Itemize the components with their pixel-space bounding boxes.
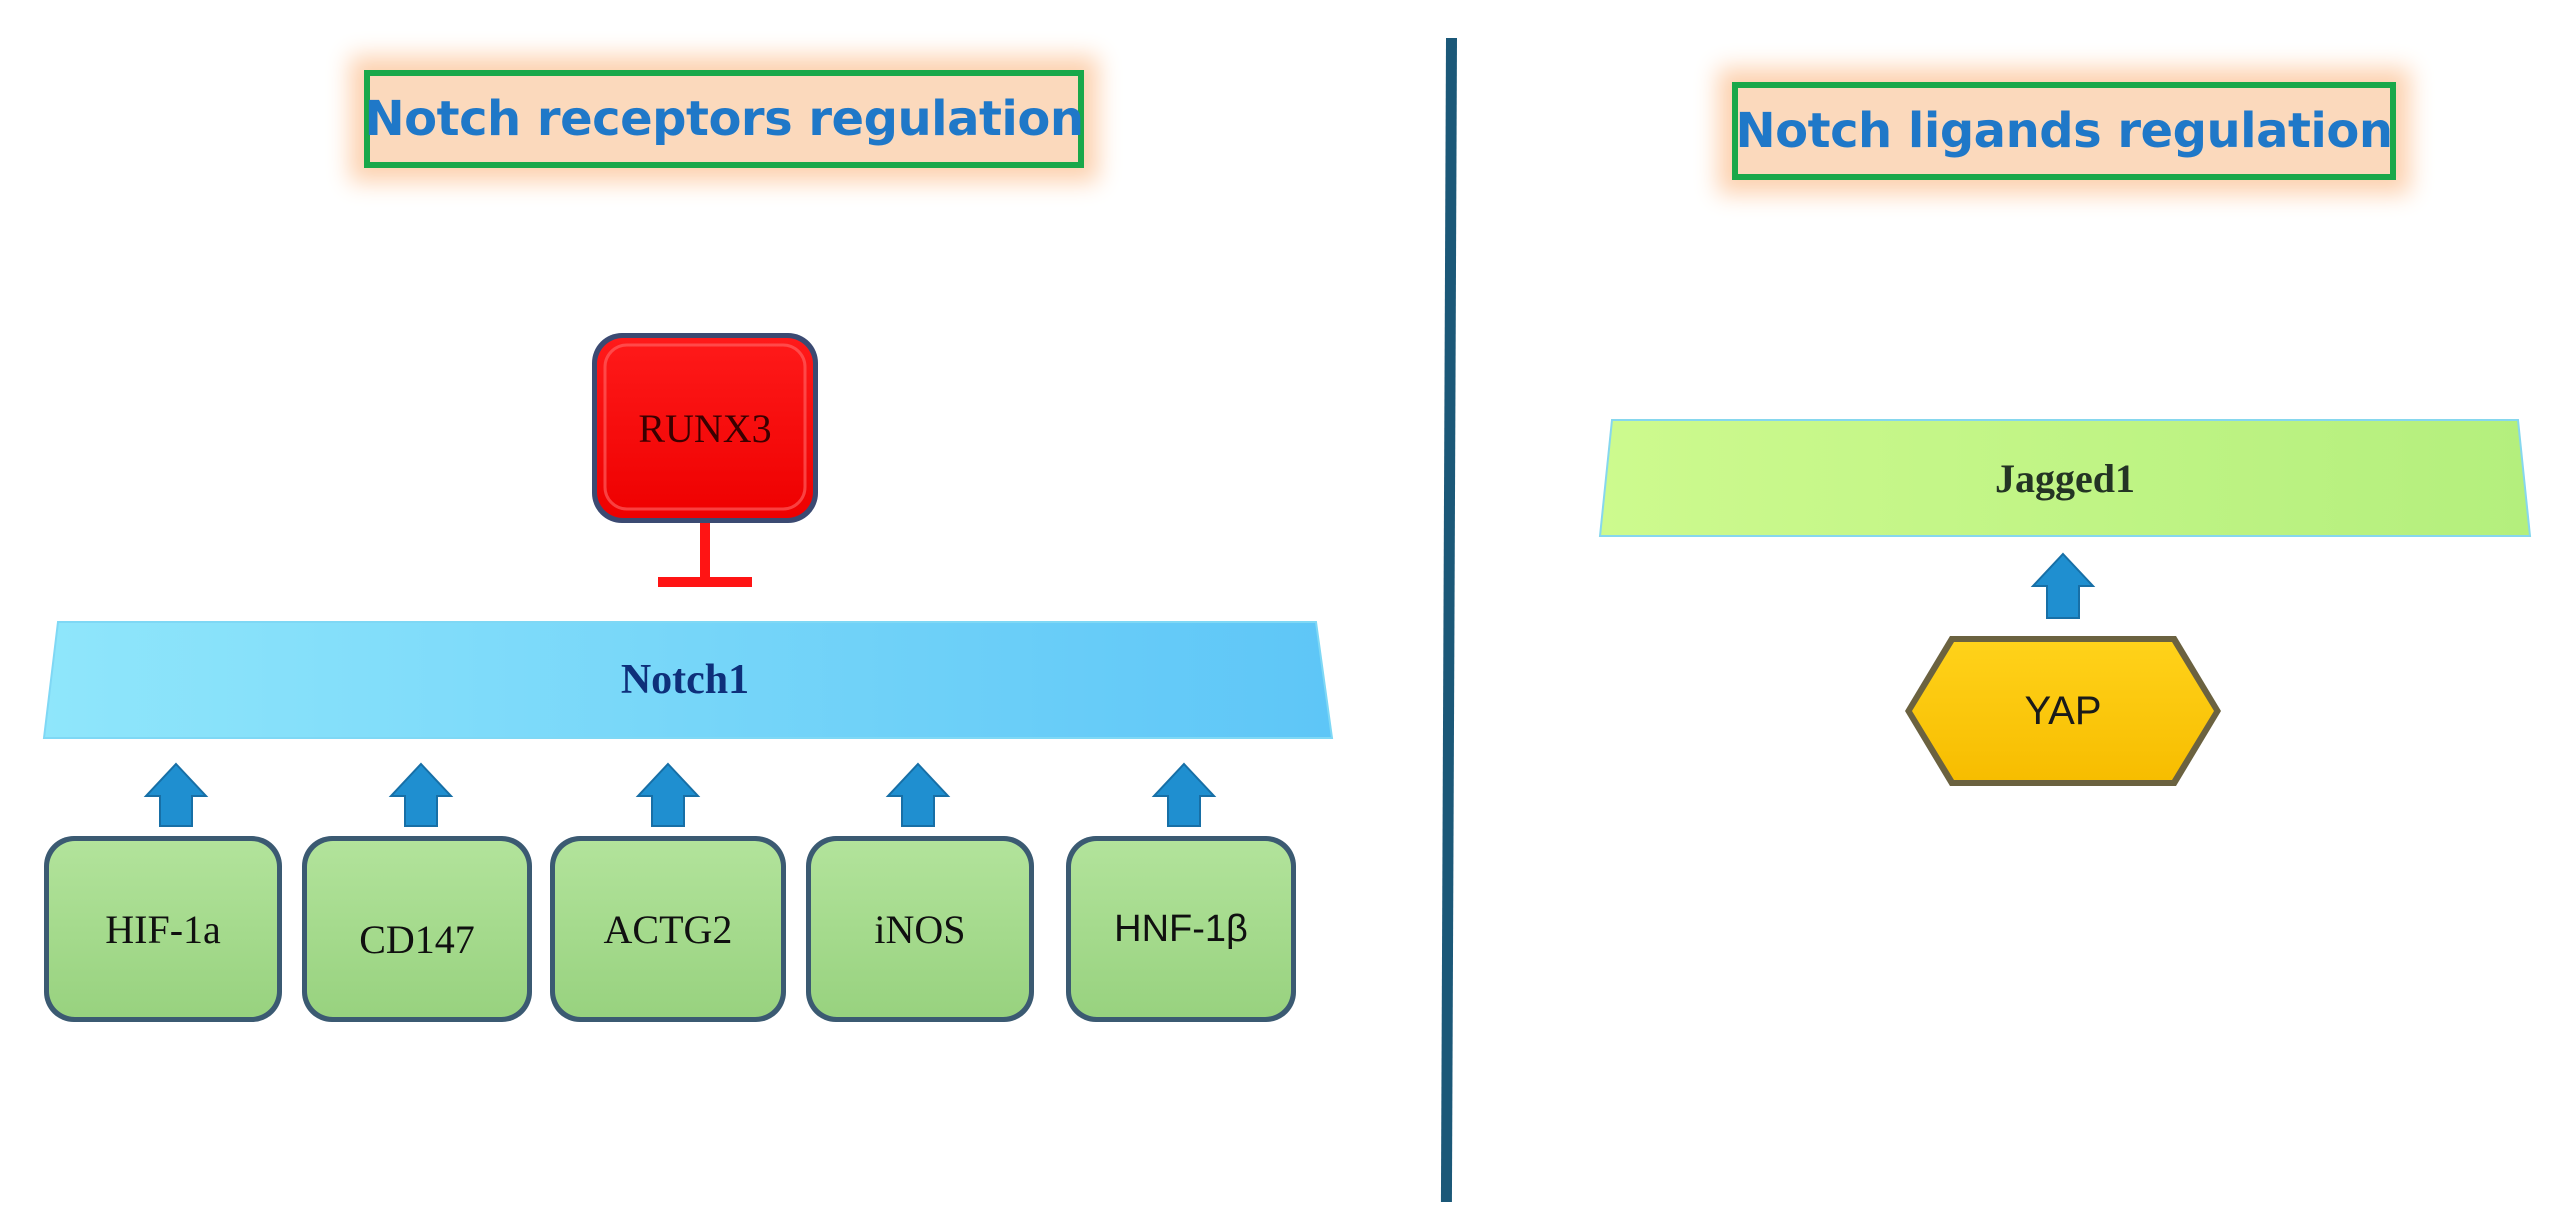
activation-arrow (388, 762, 454, 827)
activator-box-inos (806, 836, 1034, 1022)
runx3-box (592, 333, 818, 523)
activator-label-hif1a: HIF-1a (105, 906, 221, 952)
activation-arrow (885, 762, 951, 827)
activator-box-hif1a (44, 836, 282, 1022)
activation-arrow (635, 762, 701, 827)
runx3-label: RUNX3 (638, 405, 772, 451)
activation-arrow (1151, 762, 1217, 827)
activator-box-hnf1b (1066, 836, 1296, 1022)
activation-arrow (2030, 552, 2096, 619)
activator-label-actg2: ACTG2 (603, 906, 733, 952)
activation-arrow (143, 762, 209, 827)
title-notch-receptors-regulation: Notch receptors regulation (364, 70, 1084, 168)
title-notch-ligands-regulation: Notch ligands regulation (1732, 82, 2396, 180)
yap-hexagon (1905, 636, 2221, 786)
activator-box-actg2 (550, 836, 786, 1022)
notch1-trapezoid (42, 621, 1334, 739)
notch1-label: Notch1 (620, 657, 750, 703)
jagged1-label: Jagged1 (1995, 455, 2135, 501)
activator-label-inos: iNOS (874, 906, 966, 952)
jagged1-trapezoid (1598, 419, 2532, 537)
activator-box-cd147 (302, 836, 532, 1022)
activator-label-cd147: CD147 (359, 916, 475, 962)
inhibition-bar (658, 523, 752, 587)
yap-label: YAP (2024, 688, 2102, 733)
activator-label-hnf1b: HNF-1β (1114, 907, 1248, 950)
